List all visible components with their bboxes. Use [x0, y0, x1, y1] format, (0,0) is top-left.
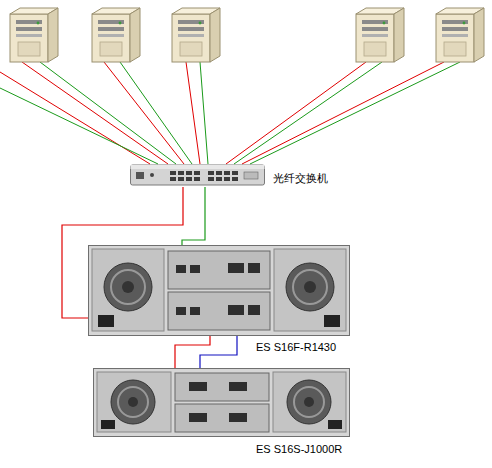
- fibre-cable: [200, 336, 237, 368]
- device-label: ES S16S-J1000R: [255, 443, 343, 456]
- device-label: 光纤交换机: [272, 172, 329, 185]
- device-label: ES S16F-R1430: [255, 341, 337, 354]
- fibre-switch-drawing: [130, 163, 265, 187]
- expansion-enclosure: ES S16S-J1000R: [93, 368, 350, 437]
- expansion-enclosure-drawing: [93, 368, 350, 437]
- storage-array-drawing: [88, 245, 350, 336]
- storage-array: ES S16F-R1430: [88, 245, 350, 336]
- fibre-cable: [175, 336, 210, 368]
- fibre-switch: 光纤交换机: [130, 163, 265, 187]
- fibre-cable: [182, 187, 205, 245]
